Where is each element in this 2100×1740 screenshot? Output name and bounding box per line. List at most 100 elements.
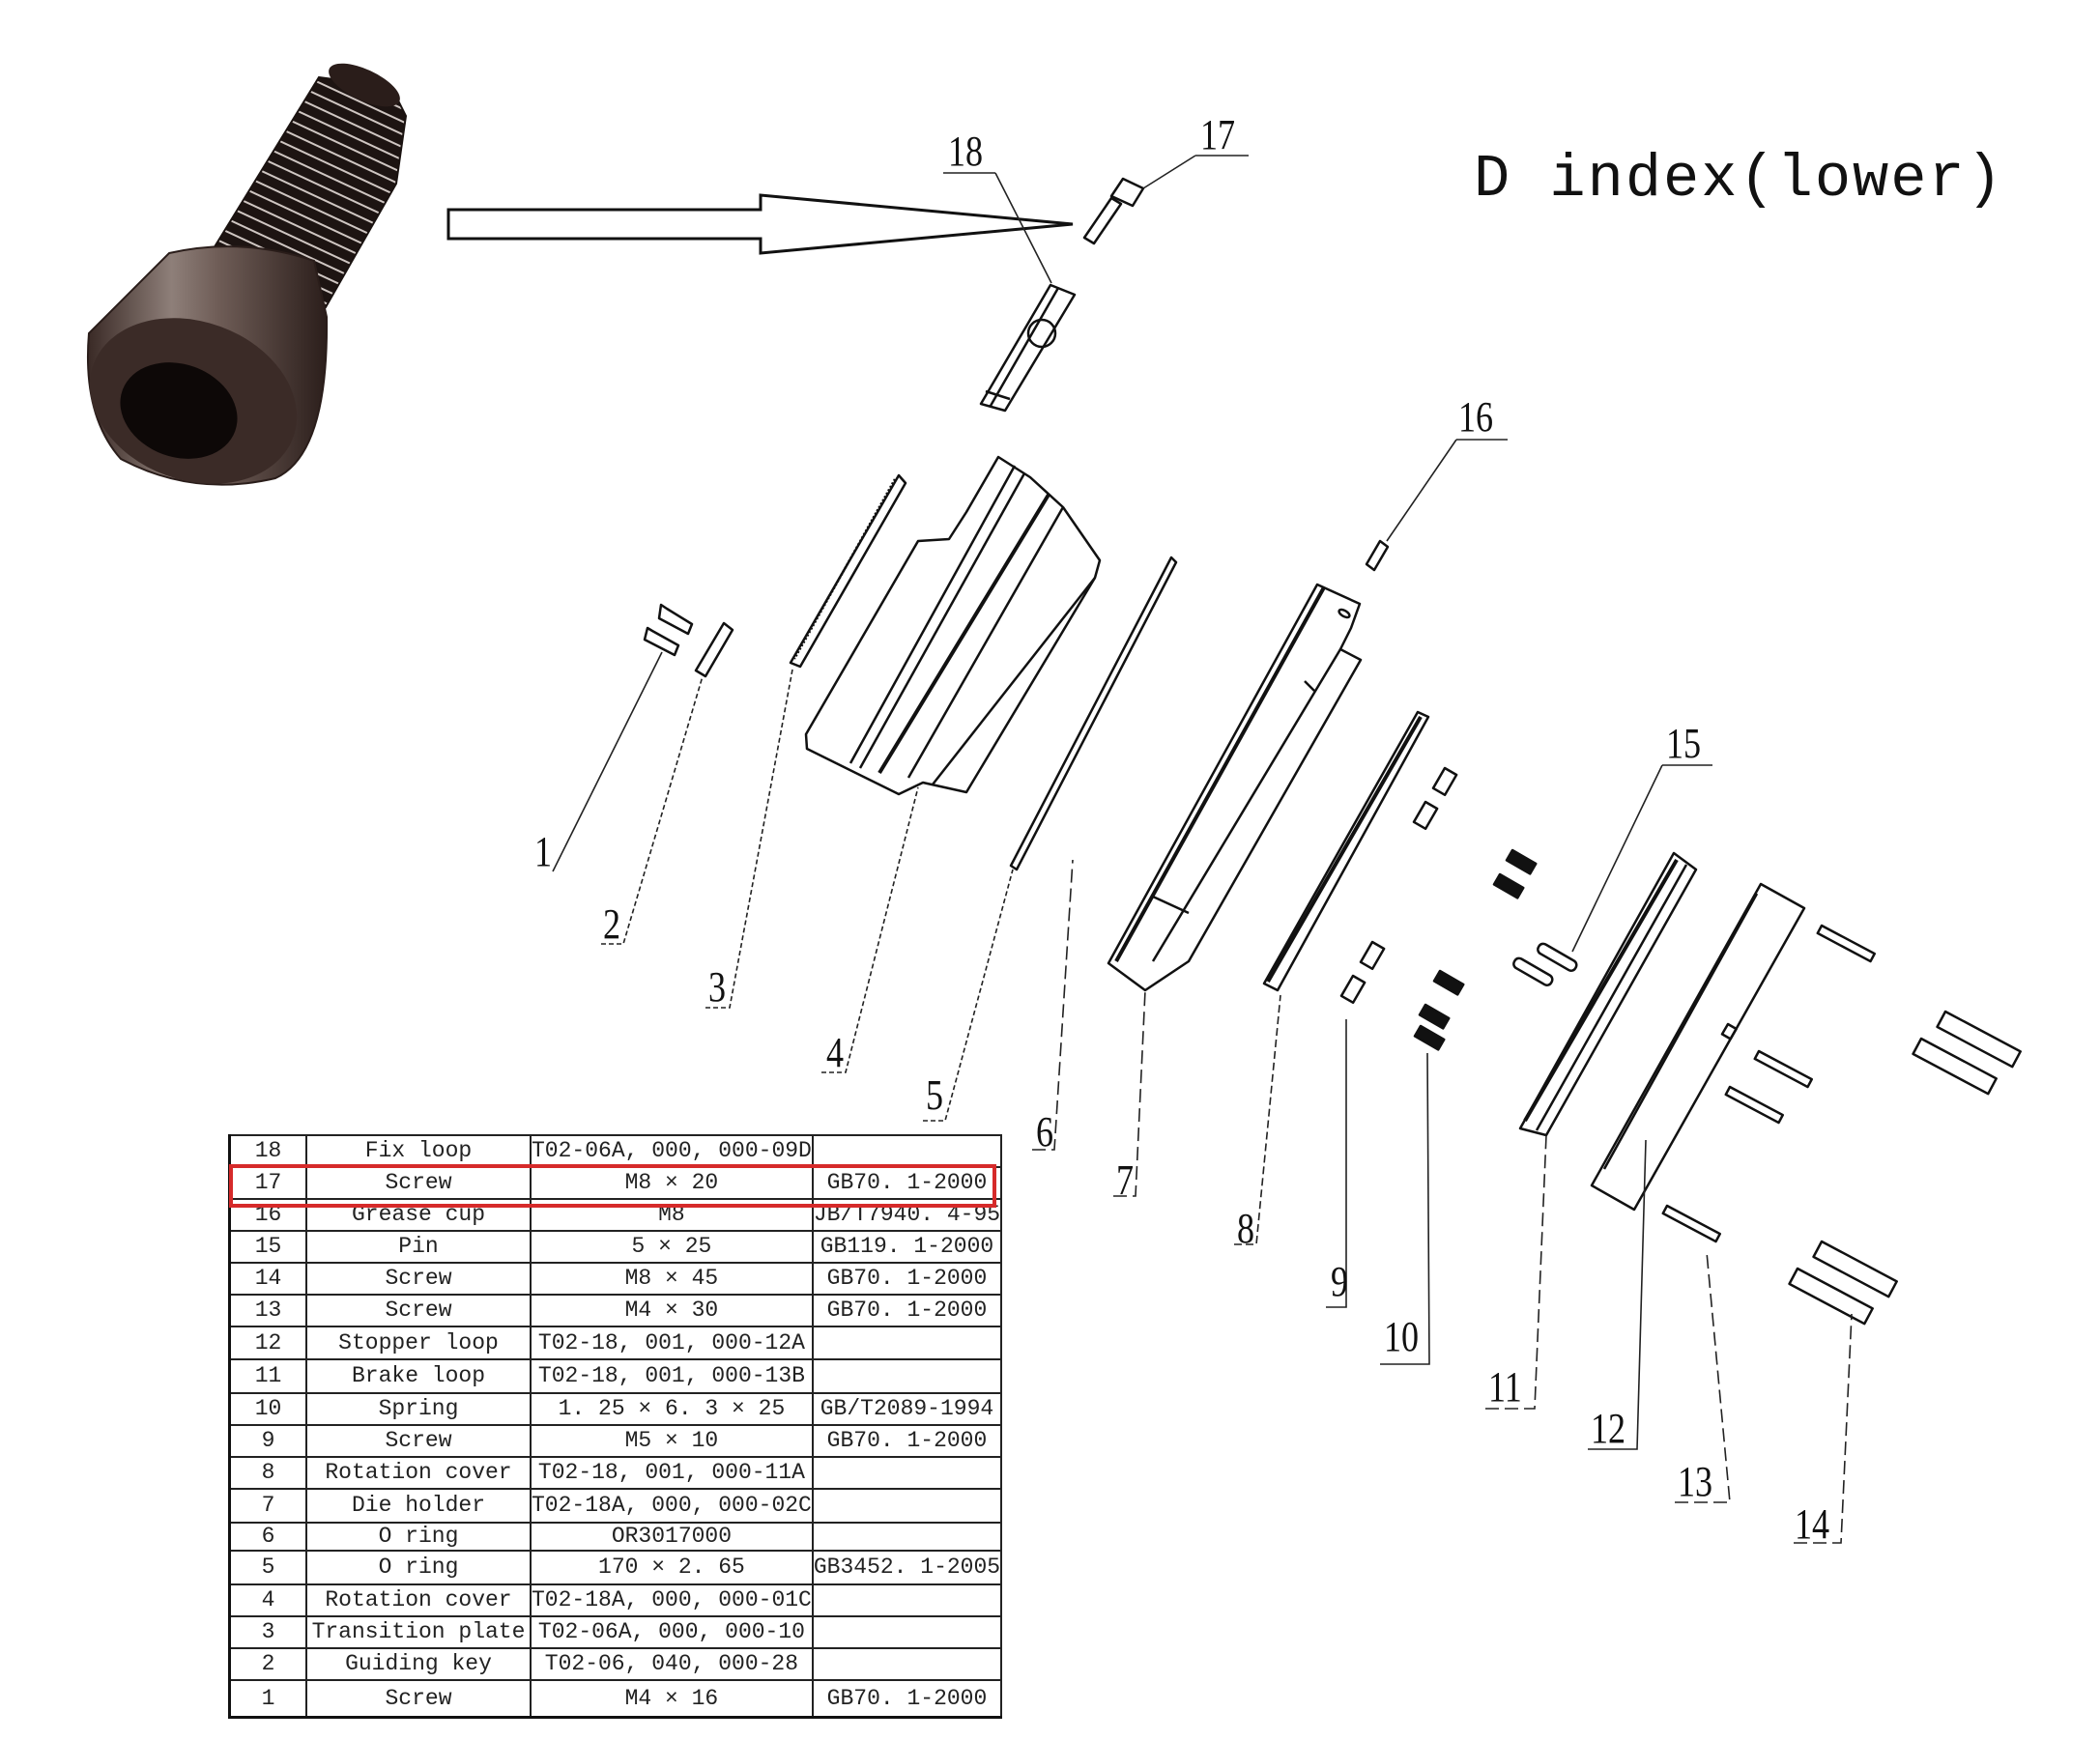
cell-no: 10 [228, 1392, 307, 1426]
cell-code: T02-06A, 000, 000-09D [530, 1134, 814, 1168]
cell-no: 3 [228, 1615, 307, 1649]
cell-standard: GB70. 1-2000 [811, 1262, 1003, 1296]
cell-standard [811, 1326, 1003, 1360]
cell-code: 1. 25 × 6. 3 × 25 [530, 1392, 814, 1426]
part-15-pins [1512, 942, 1578, 986]
part-5-o-ring [1009, 556, 1178, 871]
cell-code: M8 [530, 1198, 814, 1232]
cell-standard [811, 1615, 1003, 1649]
part-1-screws [643, 603, 694, 657]
cell-standard: GB3452. 1-2005 [811, 1550, 1003, 1585]
cell-no: 1 [228, 1679, 307, 1719]
callout-label-14: 14 [1795, 1500, 1830, 1548]
cell-code: M8 × 20 [530, 1166, 814, 1200]
cell-name: Screw [305, 1294, 532, 1327]
callout-label-12: 12 [1591, 1405, 1626, 1452]
cell-standard [811, 1647, 1003, 1681]
cell-no: 18 [228, 1134, 307, 1168]
cell-name: Fix loop [305, 1134, 532, 1168]
cell-name: Screw [305, 1424, 532, 1458]
cell-no: 16 [228, 1198, 307, 1232]
cell-name: Spring [305, 1392, 532, 1426]
cell-name: Grease cup [305, 1198, 532, 1232]
part-4-rotation-cover [804, 455, 1102, 796]
cell-code: T02-06A, 000, 000-10 [530, 1615, 814, 1649]
cell-name: O ring [305, 1550, 532, 1585]
cell-standard [811, 1488, 1003, 1524]
cell-no: 7 [228, 1488, 307, 1524]
cell-name: Screw [305, 1679, 532, 1719]
cell-standard: GB/T2089-1994 [811, 1392, 1003, 1426]
cell-name: Guiding key [305, 1647, 532, 1681]
cell-no: 8 [228, 1456, 307, 1490]
cell-name: Screw [305, 1262, 532, 1296]
cell-name: Screw [305, 1166, 532, 1200]
leader-lines [552, 155, 1853, 1544]
cell-standard: GB70. 1-2000 [811, 1166, 1003, 1200]
cell-code: M4 × 30 [530, 1294, 814, 1327]
cell-code: T02-18, 001, 000-13B [530, 1358, 814, 1394]
cell-no: 9 [228, 1424, 307, 1458]
callout-label-8: 8 [1237, 1205, 1255, 1252]
diagram-title: D index(lower) [1474, 145, 2004, 214]
cell-no: 6 [228, 1522, 307, 1552]
cell-name: Transition plate [305, 1615, 532, 1649]
callout-label-18: 18 [948, 128, 984, 175]
cell-standard: GB70. 1-2000 [811, 1679, 1003, 1719]
cell-no: 13 [228, 1294, 307, 1327]
cell-code: OR3017000 [530, 1522, 814, 1552]
part-8-rotation-cover [1262, 710, 1430, 992]
part-17-screw [1082, 177, 1145, 245]
callout-label-17: 17 [1200, 111, 1236, 158]
cell-no: 4 [228, 1583, 307, 1617]
callout-label-9: 9 [1331, 1258, 1349, 1305]
cell-standard: GB70. 1-2000 [811, 1294, 1003, 1327]
cell-name: Die holder [305, 1488, 532, 1524]
cell-no: 12 [228, 1326, 307, 1360]
callout-label-10: 10 [1384, 1313, 1420, 1360]
cell-code: T02-18A, 000, 000-01C [530, 1583, 814, 1617]
cell-code: M4 × 16 [530, 1679, 814, 1719]
cell-no: 5 [228, 1550, 307, 1585]
cell-name: Rotation cover [305, 1456, 532, 1490]
cell-standard [811, 1456, 1003, 1490]
callout-label-7: 7 [1116, 1156, 1135, 1204]
part-2-guiding-key [694, 621, 734, 678]
cell-code: M5 × 10 [530, 1424, 814, 1458]
cell-code: 5 × 25 [530, 1230, 814, 1264]
callout-label-16: 16 [1458, 393, 1494, 441]
part-14-screws [1788, 1010, 2022, 1326]
cell-standard [811, 1134, 1003, 1168]
cell-standard [811, 1522, 1003, 1552]
cell-code: T02-18, 001, 000-12A [530, 1326, 814, 1360]
callout-label-4: 4 [826, 1029, 845, 1076]
cell-name: Brake loop [305, 1358, 532, 1394]
part-16-grease-cup [1365, 539, 1390, 572]
cell-standard: JB/T7940. 4-95 [811, 1198, 1003, 1232]
cell-code: M8 × 45 [530, 1262, 814, 1296]
part-11-brake-loop [1518, 851, 1698, 1137]
callout-label-1: 1 [534, 828, 553, 875]
part-9-screws [1339, 766, 1458, 1005]
callout-label-2: 2 [603, 900, 621, 948]
